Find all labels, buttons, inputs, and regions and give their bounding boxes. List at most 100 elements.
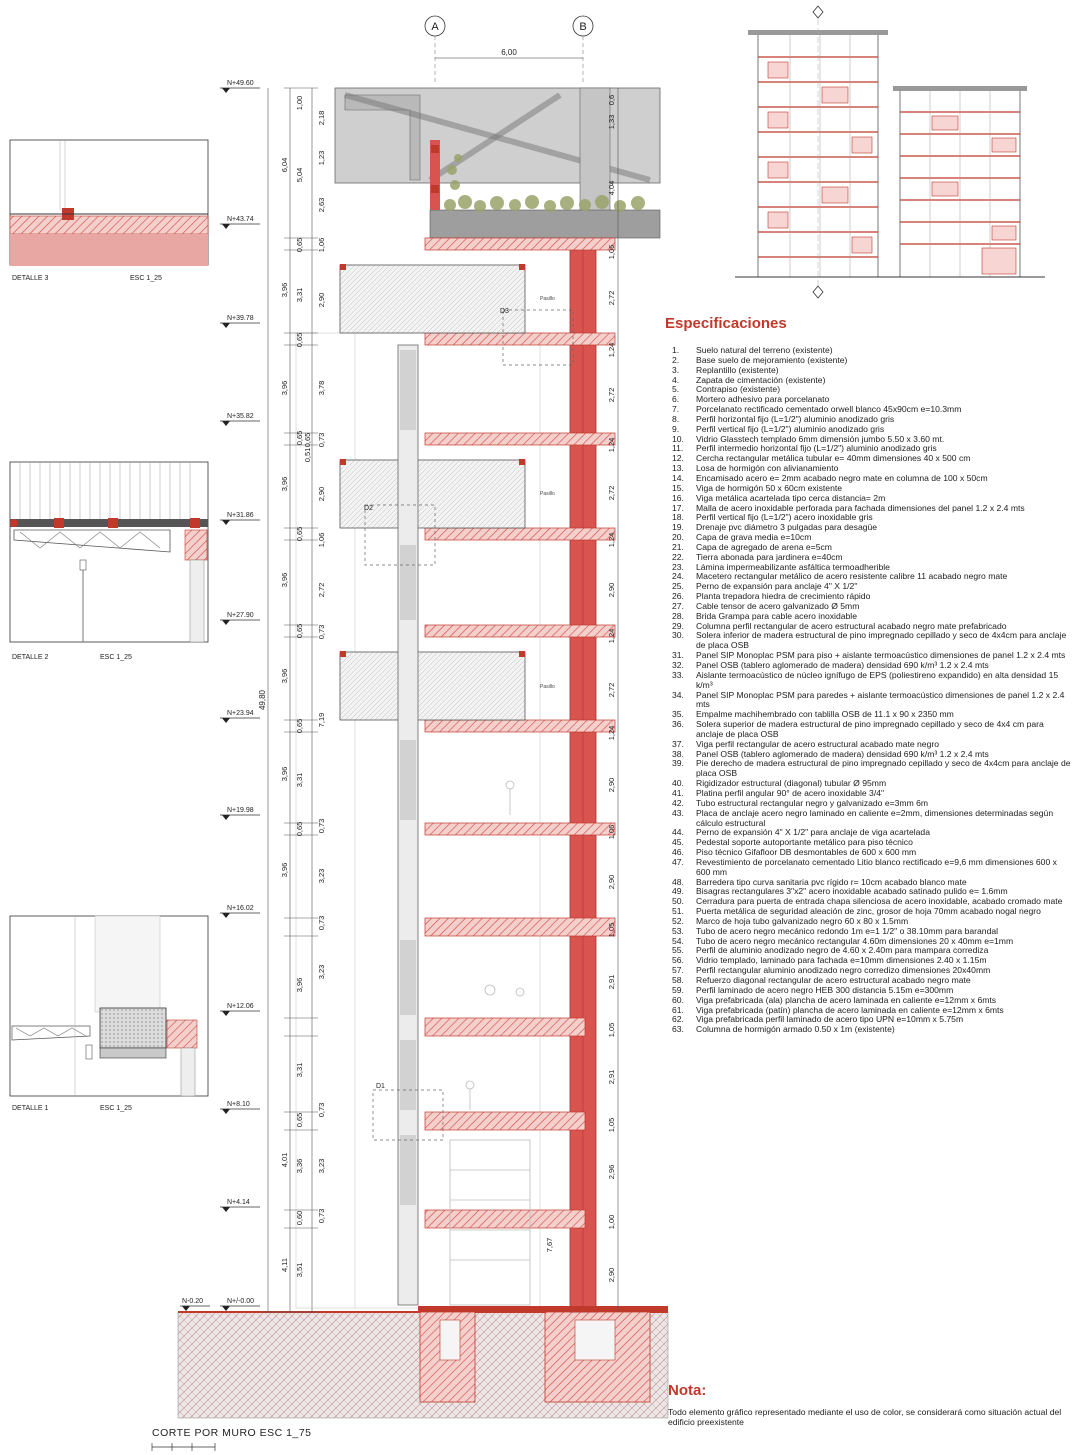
dim-label: 0,6 xyxy=(607,95,616,105)
dim-label: 2,63 xyxy=(317,198,326,213)
spec-number: 24. xyxy=(672,571,684,582)
spec-item: 15.Viga de hormigón 50 x 60cm existente xyxy=(672,483,1072,494)
spec-number: 26. xyxy=(672,591,684,602)
dim-label: 2,90 xyxy=(607,778,616,793)
dim-label: 4,01 xyxy=(280,1153,289,1168)
spec-item: 61. Viga prefabricada (patín) plancha de … xyxy=(672,1004,1072,1016)
spec-text: Perfil vertical fijo (L=1/2") acero inox… xyxy=(696,512,873,523)
spec-text: Viga prefabricada (patín) plancha de ace… xyxy=(696,1004,1004,1015)
sip-modules xyxy=(339,264,526,721)
spec-item: 30.Solera inferior de madera estructural… xyxy=(672,631,1072,651)
spec-number: 13. xyxy=(672,463,684,474)
spec-text: Revestimiento de porcelanato cementado L… xyxy=(696,856,1057,877)
dim-label: 1,06 xyxy=(317,238,326,253)
spec-item: 60.Viga prefabricada (ala) plancha de ac… xyxy=(672,995,1072,1006)
spec-item: 22.Tierra abonada para jardinera e=40cm xyxy=(672,551,1072,563)
spec-item: 28.Brida Grampa para cable acero inoxida… xyxy=(672,611,1072,622)
spec-text: Placa de anclaje acero negro laminado en… xyxy=(696,807,1054,828)
spec-item: 1.Suelo natural del terreno (existente) xyxy=(672,345,1072,356)
spec-item: 32.Panel OSB (tablero aglomerado de made… xyxy=(672,660,1072,671)
spec-number: 20. xyxy=(672,532,684,543)
detail-tag: D3 xyxy=(500,308,509,315)
spec-number: 17. xyxy=(672,502,684,513)
dim-label: 1,24 xyxy=(607,629,616,644)
dim-label: 0,65 xyxy=(295,527,304,542)
dim-label: 2,90 xyxy=(607,1268,616,1283)
spec-text: Drenaje pvc diámetro 3 pulgadas para des… xyxy=(696,522,878,533)
roof-truss xyxy=(334,87,661,239)
spec-text: Pie derecho de madera estructural de pin… xyxy=(696,758,1071,779)
level-label: N+43.74 xyxy=(227,216,254,223)
spec-number: 6. xyxy=(672,394,680,405)
spec-number: 40. xyxy=(672,778,684,789)
dim-label: 3,31 xyxy=(295,773,304,788)
spec-number: 48. xyxy=(672,876,684,887)
dim-label: 2,90 xyxy=(317,487,326,502)
spec-item: 9.Perfil vertical fijo (L=1/2") aluminio… xyxy=(672,424,1072,435)
spec-text: Viga perfil rectangular de acero estruct… xyxy=(696,738,939,749)
spec-number: 14. xyxy=(672,472,684,483)
section-title: CORTE POR MURO ESC 1_75 xyxy=(152,1427,312,1439)
dim-label: 3,96 xyxy=(280,573,289,588)
spec-text: Cable tensor de acero galvanizado Ø 5mm xyxy=(696,600,860,611)
detail-name: DETALLE 1 xyxy=(12,1105,49,1112)
dim-label: 1,24 xyxy=(607,343,616,358)
dim-label: 0,65 xyxy=(303,433,312,448)
spec-item: 53.Tubo de acero negro mecánico redondo … xyxy=(672,926,1072,937)
detail-scale: ESC 1_25 xyxy=(100,1105,132,1112)
dim-label: 4,04 xyxy=(607,181,616,196)
spec-number: 3. xyxy=(672,364,680,375)
floor-label: Pasillo xyxy=(540,296,555,302)
spec-item: 44.Perno de expansión 4" X 1/2" para anc… xyxy=(672,827,1072,838)
spec-item: 35.Empalme machihembrado con tablilla OS… xyxy=(672,709,1072,720)
spec-text: Puerta metálica de seguridad aleación de… xyxy=(696,906,1041,917)
spec-number: 42. xyxy=(672,797,684,808)
axis-span-label: 6,00 xyxy=(501,48,517,57)
spec-text: Piso técnico Gifafloor DB desmontables d… xyxy=(696,847,917,858)
spec-number: 44. xyxy=(672,827,684,838)
spec-item: 43.Placa de anclaje acero negro laminado… xyxy=(672,807,1072,829)
dim-label: 7,19 xyxy=(317,713,326,728)
level-label: N+49.60 xyxy=(227,80,254,87)
spec-text: Pedestal soporte autoportante metálico p… xyxy=(696,837,913,848)
spec-text: Platina perfil angular 90° de acero inox… xyxy=(696,787,885,798)
spec-number: 51. xyxy=(672,906,684,917)
spec-item: 10.Vidrio Glasstech templado 6mm dimensi… xyxy=(672,434,1072,445)
spec-text: Vidrio templado, laminado para fachada e… xyxy=(696,955,987,966)
spec-number: 54. xyxy=(672,935,684,946)
dim-label: 2,96 xyxy=(607,1165,616,1180)
spec-number: 29. xyxy=(672,620,684,631)
spec-item: 11.Perfil intermedio horizontal fijo (L=… xyxy=(672,444,1072,454)
spec-number: 45. xyxy=(672,837,684,848)
spec-text: Perfil rectangular aluminio anodizado ne… xyxy=(696,965,991,976)
spec-number: 35. xyxy=(672,709,684,720)
spec-item: 40.Rigidizador estructural (diagonal) tu… xyxy=(672,778,1072,789)
spec-item: 5.Contrapiso (existente) xyxy=(672,384,1072,395)
level-label: N+35.82 xyxy=(227,413,254,420)
level-label: N+12.06 xyxy=(227,1003,254,1010)
dim-label: 3,36 xyxy=(295,1159,304,1174)
level-label: N+23.94 xyxy=(227,710,254,717)
spec-text: Tierra abonada para jardinera e=40cm xyxy=(696,551,843,562)
axis-b-label: B xyxy=(579,21,586,33)
spec-number: 58. xyxy=(672,975,684,985)
spec-number: 56. xyxy=(672,955,684,966)
spec-number: 55. xyxy=(672,945,684,956)
spec-item: 37. Viga perfil rectangular de acero estr… xyxy=(672,738,1072,750)
spec-number: 61. xyxy=(672,1004,684,1015)
dim-label: 3,96 xyxy=(280,669,289,684)
dim-label: 0,73 xyxy=(317,819,326,834)
spec-item: 33.Aislante termoacústico de núcleo igní… xyxy=(672,670,1072,691)
detail-tag: D2 xyxy=(364,505,373,512)
dim-label: 0,65 xyxy=(295,1113,304,1128)
floor-label: Pasillo xyxy=(540,491,555,497)
spec-number: 25. xyxy=(672,581,684,592)
dim-label: 3,78 xyxy=(317,381,326,396)
spec-item: 55.Perfil de aluminio anodizado negro de… xyxy=(672,946,1072,956)
spec-item: 45. Pedestal soporte autoportante metálic… xyxy=(672,837,1072,848)
spec-number: 23. xyxy=(672,561,684,572)
note-title: Nota: xyxy=(668,1382,707,1399)
spec-item: 48.Barredera tipo curva sanitaria pvc rí… xyxy=(672,876,1072,888)
dim-label: 0,65 xyxy=(295,822,304,837)
spec-number: 37. xyxy=(672,738,684,749)
